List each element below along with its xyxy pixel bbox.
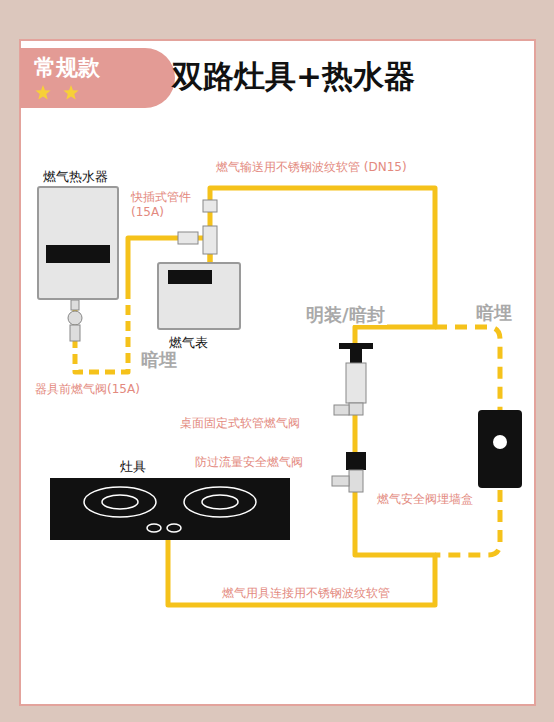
star [35, 85, 50, 99]
node-label: 燃气热水器 [37, 168, 119, 186]
part-label: 燃气安全阀埋墙盒 [375, 492, 475, 507]
badge-node: 常规款 [20, 48, 175, 108]
part-label: 快插式管件 (15A) [129, 190, 197, 220]
heater-node: 燃气热水器 [37, 168, 119, 300]
stove-body [50, 478, 290, 540]
rating-stars [34, 84, 94, 102]
stove-node: 灶具 [50, 458, 290, 540]
meter-body [157, 262, 241, 330]
part-label: 器具前燃气阀(15A) [33, 382, 142, 397]
part-label: 桌面固定式软管燃气阀 [178, 416, 302, 431]
wall-box [478, 410, 522, 488]
meter-node: 燃气表 [157, 262, 241, 352]
heater-valve [68, 300, 82, 341]
meter-screen [168, 270, 212, 284]
node-label: 常规款 [20, 48, 175, 82]
install-note: 明装/暗封 [304, 304, 387, 325]
part-label: 燃气输送用不锈钢波纹软管 (DN15) [214, 160, 409, 175]
burners [50, 478, 290, 540]
heater-screen [46, 245, 110, 263]
gas-pipe [168, 188, 435, 605]
install-note: 暗埋 [474, 302, 514, 323]
buried-dash [75, 298, 128, 372]
panel [20, 40, 535, 705]
install-note: 暗埋 [139, 349, 179, 370]
star [63, 85, 78, 99]
part-label: 防过流量安全燃气阀 [193, 455, 305, 470]
safety-valve [332, 452, 366, 492]
title: 双路灶具+热水器 [172, 56, 415, 96]
part-label: 燃气用具连接用不锈钢波纹软管 [220, 586, 392, 601]
heater-body [37, 186, 119, 300]
table-valve [334, 343, 373, 415]
